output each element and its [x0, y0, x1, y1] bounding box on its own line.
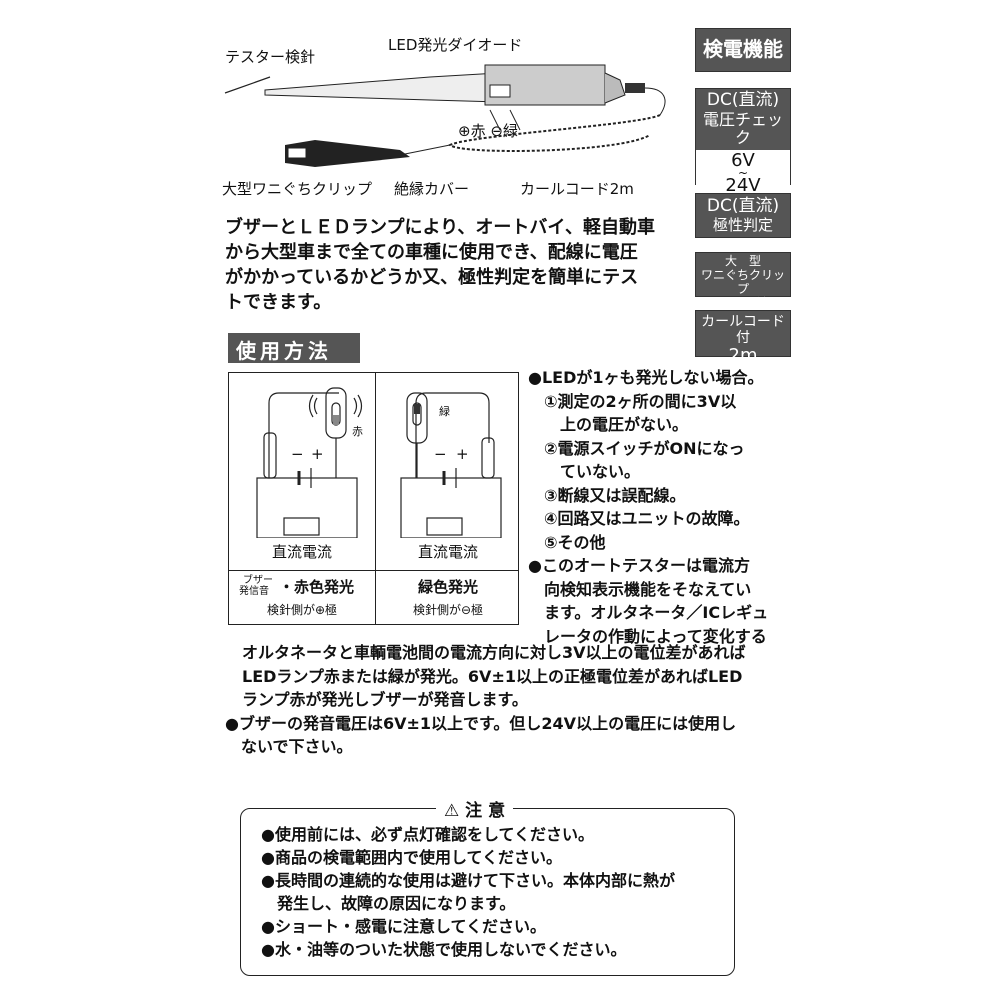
- note-line: ②電源スイッチがONになっ: [528, 438, 745, 458]
- buzzer-label-1: ブザー: [243, 575, 273, 586]
- voltage-max: 24V: [725, 175, 761, 197]
- circuit-drawings: [256, 387, 502, 538]
- right-minus: −: [434, 445, 447, 463]
- badge-voltage: DC(直流) 電圧チェック 6V ~ 24V: [695, 88, 791, 202]
- badge-polarity-2: 極性判定: [712, 215, 773, 234]
- led-label: LED発光ダイオード: [388, 36, 523, 54]
- voltage-tilde: ~: [737, 166, 749, 181]
- caution-item: ●長時間の連続的な使用は避けて下さい。本体内部に熱が: [261, 871, 675, 890]
- clip-label: 大型ワニぐちクリップ: [222, 180, 373, 198]
- badge-voltage-title-2: 電圧チェック: [702, 109, 783, 147]
- description: ブザーとＬＥＤランプにより、オートバイ、軽自動車 から大型車まで全ての車種に使用…: [225, 215, 655, 315]
- usage-heading: 使用方法: [228, 333, 360, 363]
- note-line: ①測定の2ヶ所の間に3V以: [528, 391, 737, 411]
- badge-polarity-1: DC(直流): [706, 196, 780, 216]
- cover-label: 絶縁カバー: [394, 180, 470, 198]
- buzzer-label-2: 発信音: [239, 586, 269, 597]
- note-line: ⑤その他: [528, 532, 606, 552]
- badge-cord-1: カールコード付: [701, 314, 785, 347]
- note-line: ます。オルタネータ／ICレギュ: [528, 603, 769, 622]
- caution-item: ●商品の検電範囲内で使用してください。: [261, 848, 563, 867]
- voltage-min: 6V: [731, 150, 755, 172]
- left-result-sub: 検針側が⊕極: [266, 603, 338, 617]
- badge-voltage-title-1: DC(直流): [706, 90, 780, 110]
- note-line: ③断線又は誤配線。: [528, 485, 686, 505]
- description-line: がかかっているかどうか又、極性判定を簡単にテス: [225, 267, 639, 288]
- note-line: ④回路又はユニットの故障。: [528, 509, 750, 528]
- usage-diagram: 赤 − + 緑 − + 直流電流 直流電流 ブザー 発信音 ・赤色発光 検針側が…: [228, 372, 519, 625]
- caution-title-text: 注 意: [465, 801, 506, 821]
- left-plus: +: [311, 445, 324, 463]
- buzzer-label: ブザー 発信音: [239, 575, 273, 597]
- right-plus: +: [456, 445, 469, 463]
- left-caption: 直流電流: [271, 543, 332, 561]
- badge-clip-1: 大 型: [724, 254, 761, 268]
- tester-drawing: [224, 64, 666, 167]
- badge-clip: 大 型 ワニぐちクリップ コード付: [695, 252, 791, 310]
- left-minus: −: [291, 445, 304, 463]
- description-line: トできます。: [225, 292, 332, 313]
- right-result-sub: 検針側が⊖極: [412, 603, 484, 617]
- probe-label: テスター検針: [225, 48, 316, 66]
- note-line: LEDランプ赤または緑が発光。6V±1以上の正極電位差があればLED: [242, 666, 743, 686]
- right-result: 緑色発光: [417, 578, 478, 596]
- note-line: ●このオートテスターは電流方: [528, 556, 750, 575]
- caution-item: 発生し、故障の原因になります。: [261, 894, 516, 913]
- badge-polarity: DC(直流) 極性判定: [695, 193, 791, 238]
- badge-function: 検電機能: [695, 28, 791, 72]
- note-line: ないで下さい。: [225, 737, 353, 756]
- notes-list: ●LEDが1ヶも発光しない場合。 ①測定の2ヶ所の間に3V以 上の電圧がない。 …: [528, 366, 768, 648]
- left-result: ・赤色発光: [279, 578, 355, 596]
- badge-clip-2: ワニぐちクリップ: [700, 268, 785, 296]
- note-line: オルタネータと車輌電池間の電流方向に対し3V以上の電位差があれば: [242, 643, 746, 662]
- note-line: ●LEDが1ヶも発光しない場合。: [528, 368, 764, 387]
- badge-cord: カールコード付 2m: [695, 310, 791, 366]
- note-line: ていない。: [528, 462, 641, 481]
- note-line: ●ブザーの発音電圧は6V±1以上です。但し24V以上の電圧には使用し: [225, 713, 737, 733]
- note-line: 向検知表示機能をそなえてい: [528, 579, 752, 599]
- badge-cord-2: 2m: [728, 345, 758, 367]
- note-line: ランプ赤が発光しブザーが発音します。: [242, 690, 528, 709]
- caution-title: ⚠ 注 意: [436, 796, 514, 821]
- caution-box: ⚠ 注 意 ●使用前には、必ず点灯確認をしてください。 ●商品の検電範囲内で使用…: [240, 796, 735, 976]
- caution-item: ●ショート・感電に注意してください。: [261, 917, 547, 936]
- note-line: 上の電圧がない。: [528, 415, 689, 434]
- cord-label: カールコード2m: [520, 180, 634, 198]
- note-line: レータの作動によって変化する: [528, 626, 767, 646]
- caution-item: ●使用前には、必ず点灯確認をしてください。: [261, 825, 595, 844]
- red-mark: 赤: [352, 425, 363, 438]
- caution-list: ●使用前には、必ず点灯確認をしてください。 ●商品の検電範囲内で使用してください…: [261, 823, 675, 961]
- description-line: ブザーとＬＥＤランプにより、オートバイ、軽自動車: [225, 217, 656, 238]
- notes-continued: オルタネータと車輌電池間の電流方向に対し3V以上の電位差があれば LEDランプ赤…: [225, 641, 746, 759]
- caution-item: ●水・油等のついた状態で使用しないでください。: [261, 940, 627, 959]
- right-caption: 直流電流: [417, 543, 478, 561]
- green-mark: 緑: [439, 405, 450, 418]
- description-line: から大型車まで全ての車種に使用でき、配線に電圧: [225, 242, 638, 263]
- warning-icon: ⚠: [444, 801, 460, 821]
- polarity-label: ⊕赤 ⊖緑: [458, 122, 518, 140]
- badge-clip-3: コード付: [718, 296, 767, 310]
